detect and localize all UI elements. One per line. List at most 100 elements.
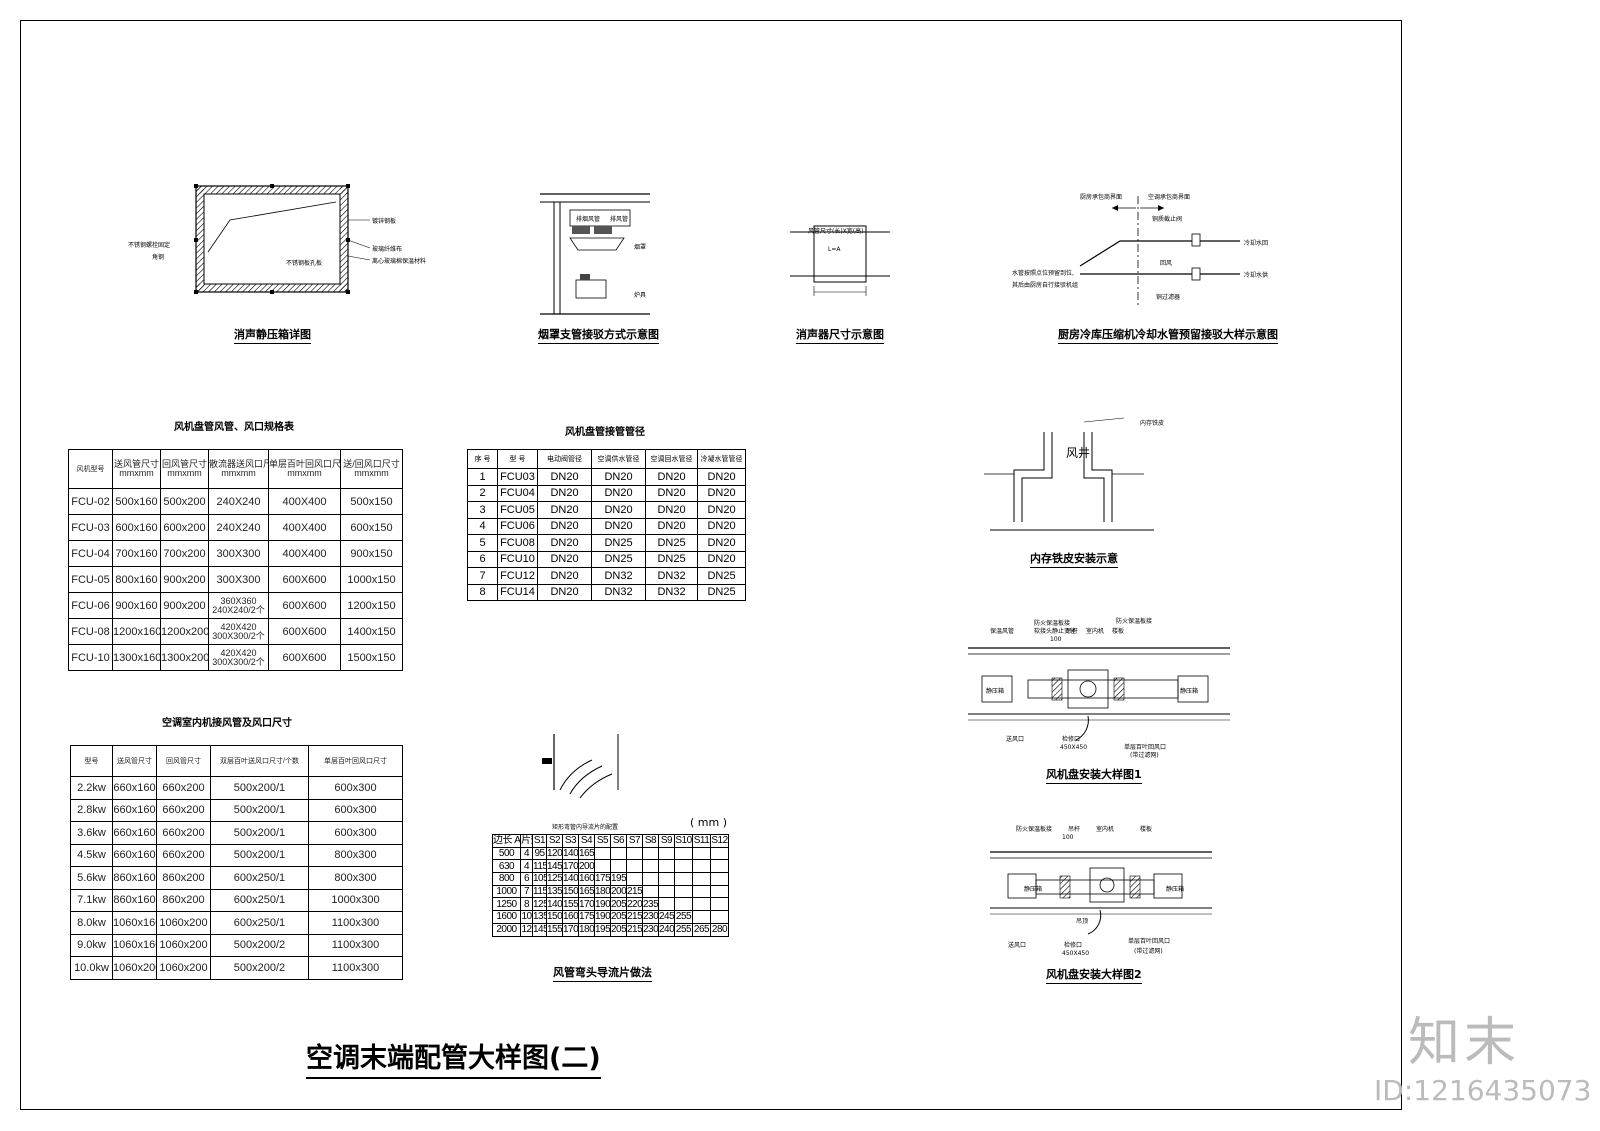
table-cell: 205: [610, 897, 627, 912]
d8-label: 矩形弯管内导流片的配置: [552, 824, 619, 831]
table-cell: DN20: [645, 484, 698, 502]
table-cell: 1060x160: [112, 911, 157, 935]
table-cell: 10.0kw: [70, 956, 113, 980]
d7-label: 100: [1062, 834, 1074, 841]
table-cell: 860x200: [156, 888, 211, 912]
table-cell: 4: [520, 846, 533, 861]
table-row: 12508125140155170190205220235: [492, 897, 729, 912]
table-header-cell: 单层百叶回风口尺寸: [308, 745, 403, 777]
table-cell: DN20: [537, 468, 592, 486]
table-cell: 160: [562, 910, 579, 924]
table-cell: FCU03: [497, 468, 538, 486]
table-cell: 165: [578, 846, 595, 861]
table-cell: 1200x160: [112, 618, 161, 645]
table-cell: DN20: [537, 534, 592, 552]
table-header-cell: 单层百叶回风口尺寸mmxmm: [268, 449, 341, 489]
table-cell: 255: [674, 910, 693, 924]
table-cell: DN20: [591, 468, 646, 486]
table-header-cell: S7: [626, 834, 643, 848]
table-cell: 195: [594, 922, 611, 937]
table-cell: 190: [594, 910, 611, 924]
table2-title: 风机盘管接管管径: [565, 427, 645, 438]
table-cell: 600x250/1: [210, 888, 309, 912]
d6-label: 室内机: [1086, 628, 1105, 635]
table-cell: DN32: [591, 567, 646, 585]
table-cell: DN25: [591, 534, 646, 552]
table-cell: 600x250/1: [210, 866, 309, 890]
table-header-cell: S8: [642, 834, 659, 848]
table-cell: 220: [626, 897, 643, 912]
table-cell: DN20: [697, 517, 746, 535]
table-cell: 5: [467, 534, 498, 552]
table-cell: 800: [492, 872, 521, 886]
table-cell: 8: [520, 897, 533, 912]
table-cell: 1500x150: [340, 644, 403, 671]
table-cell: 230: [642, 910, 659, 924]
d6-label: 保温风管: [990, 628, 1015, 635]
table-cell: 500x200/2: [210, 933, 309, 957]
table-cell: 1060x200: [156, 956, 211, 980]
table-cell: DN20: [537, 484, 592, 502]
table-cell: [658, 846, 675, 861]
table-cell: FCU-04: [68, 540, 113, 567]
table-cell: FCU14: [497, 583, 538, 601]
table-cell: [674, 884, 693, 899]
table-cell: 1600: [492, 910, 521, 924]
table-cell: 660x160: [112, 798, 157, 822]
table-header-cell: 散流器送风口尺寸mmxmm: [208, 449, 269, 489]
table-cell: 1200x150: [340, 592, 403, 619]
d7-label: 450X450: [1062, 950, 1090, 957]
table-cell: 175: [594, 872, 611, 886]
table-cell: [642, 872, 659, 886]
table-cell: DN20: [537, 550, 592, 568]
table-header-row: 型号送风管尺寸回风管尺寸双层百叶送风口尺寸/个数单层百叶回风口尺寸: [70, 745, 403, 777]
table-cell: 600X600: [268, 592, 341, 619]
table-cell: 1400x150: [340, 618, 403, 645]
table-cell: 155: [562, 897, 579, 912]
table-cell: 800x300: [308, 866, 403, 890]
table-cell: 800x300: [308, 843, 403, 867]
table-cell: [626, 859, 643, 874]
table-header-cell: 型 号: [497, 449, 538, 469]
d6-label: 450X450: [1060, 744, 1088, 751]
table-cell: DN20: [645, 501, 698, 519]
table-header-row: 边长 A片数S1S2S3S4S5S6S7S8S9S10S11S12: [492, 834, 729, 848]
table-cell: 500x150: [340, 488, 403, 515]
table-cell: [692, 884, 711, 899]
d2-label: 烟罩: [634, 244, 647, 251]
d6-label: 静压箱: [1180, 688, 1199, 695]
table-header-cell: 空调供水管径: [591, 449, 646, 469]
drawing-frame: [20, 20, 1402, 1110]
d6-label: 软接头静止变径: [1034, 628, 1077, 635]
table-cell: [710, 872, 729, 886]
table-cell: 4.5kw: [70, 843, 113, 867]
table-cell: 1060x200: [156, 933, 211, 957]
table-cell: 2000: [492, 922, 521, 937]
watermark-logo: 知末: [1408, 1013, 1521, 1073]
silencer-plenum-detail: [194, 184, 371, 294]
d7-label: 检修口: [1064, 942, 1083, 949]
table-cell: 1060x200: [156, 911, 211, 935]
d7-label: 静压箱: [1166, 886, 1185, 893]
table-cell: 600X600: [268, 644, 341, 671]
table-cell: [692, 859, 711, 874]
table-cell: [642, 859, 659, 874]
table1-title: 风机盘管风管、风口规格表: [174, 422, 294, 433]
table3-title: 空调室内机接风管及风口尺寸: [162, 718, 292, 729]
table-cell: 600x300: [308, 798, 403, 822]
table-cell: [642, 884, 659, 899]
table-cell: 235: [642, 897, 659, 912]
table-header-cell: 双层百叶送风口尺寸/个数: [210, 745, 309, 777]
